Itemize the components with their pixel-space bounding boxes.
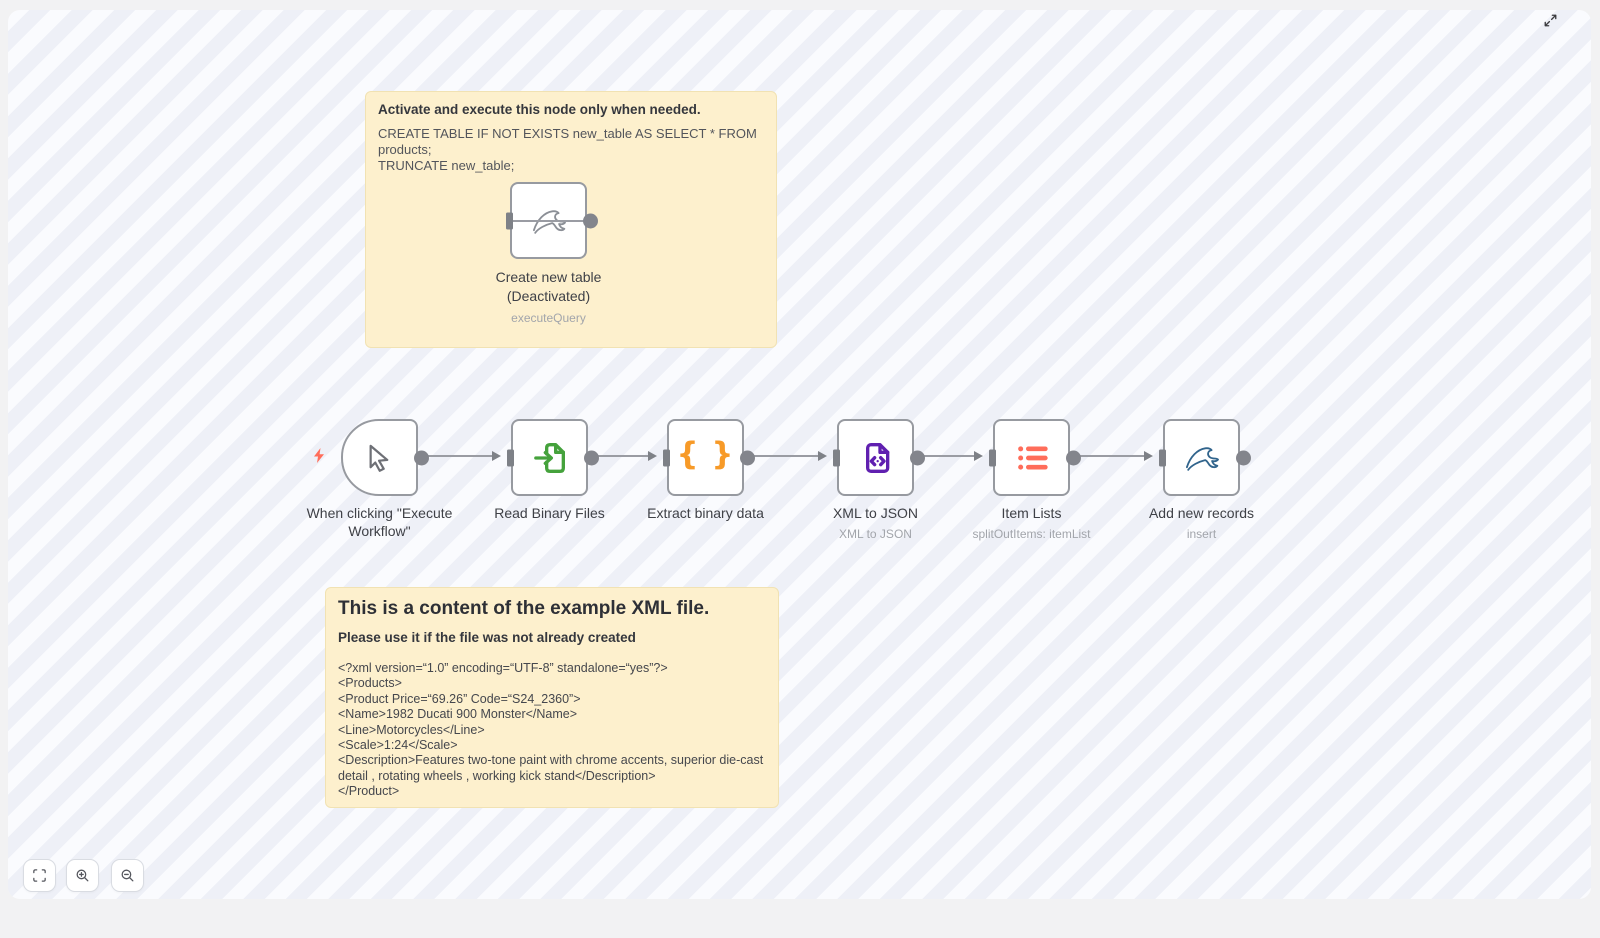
file-code-icon — [856, 438, 896, 478]
zoom-in-button[interactable] — [66, 859, 99, 892]
node-input-port[interactable] — [1159, 449, 1166, 466]
connection-arrow-icon — [648, 450, 657, 461]
node-subtitle: splitOutItems: itemList — [972, 526, 1091, 541]
bullet-list-icon — [1012, 438, 1052, 478]
sql-line: CREATE TABLE IF NOT EXISTS new_table AS … — [378, 126, 757, 157]
node-label: XML to JSON XML to JSON — [788, 505, 963, 543]
node-read-binary-files[interactable]: Read Binary Files — [494, 419, 605, 521]
mouse-pointer-icon — [364, 442, 395, 473]
node-create-new-table[interactable]: Create new table (Deactivated) executeQu… — [496, 182, 601, 325]
node-input-port[interactable] — [833, 449, 840, 466]
node-label: Extract binary data — [647, 505, 764, 521]
node-output-port[interactable] — [414, 450, 429, 465]
xml-code-line: <Line>Motorcycles</Line> — [338, 722, 485, 737]
xml-code-line: <Scale>1:24</Scale> — [338, 738, 458, 753]
file-import-icon — [530, 438, 570, 478]
xml-code-line: <Name>1982 Ducati 900 Monster</Name> — [338, 707, 578, 722]
zoom-out-button[interactable] — [111, 859, 144, 892]
curly-braces-icon: { } — [676, 436, 735, 472]
node-label: Create new table (Deactivated) executeQu… — [479, 268, 619, 328]
sticky-title: This is a content of the example XML fil… — [338, 598, 710, 619]
node-when-clicking-execute-workflow[interactable]: When clicking "Execute Workflow" — [307, 419, 452, 539]
node-label: When clicking "Execute Workflow" — [306, 505, 453, 539]
connection-arrow-icon — [974, 450, 983, 461]
sticky-title: Activate and execute this node only when… — [378, 102, 701, 117]
node-extract-binary-data[interactable]: { } Extract binary data — [647, 419, 764, 521]
node-output-port[interactable] — [910, 450, 925, 465]
connection-arrow-icon — [1144, 450, 1153, 461]
connection — [597, 455, 648, 457]
sql-line: TRUNCATE new_table; — [378, 158, 515, 173]
node-subtitle: insert — [1186, 526, 1217, 541]
sticky-subtitle: Please use it if the file was not alread… — [338, 630, 636, 645]
fit-view-icon — [31, 867, 48, 884]
connection-arrow-icon — [492, 450, 501, 461]
expand-button[interactable] — [1538, 8, 1562, 32]
xml-code-line: <?xml version=“1.0” encoding=“UTF-8” sta… — [338, 661, 668, 675]
xml-code-line: </Product> — [338, 784, 400, 799]
xml-code-line: <Products> — [338, 676, 402, 691]
zoom-in-icon — [74, 867, 91, 884]
connection — [1079, 455, 1144, 457]
node-input-port[interactable] — [507, 449, 514, 466]
node-subtitle: XML to JSON — [839, 526, 912, 541]
node-add-new-records[interactable]: Add new records insert — [1149, 419, 1254, 541]
node-label: Item Lists splitOutItems: itemList — [944, 505, 1119, 543]
connection — [427, 455, 492, 457]
node-output-port[interactable] — [1236, 450, 1251, 465]
node-output-port[interactable] — [740, 450, 755, 465]
node-label: Add new records insert — [1114, 505, 1289, 543]
mysql-dolphin-icon — [1181, 437, 1223, 479]
connection — [753, 455, 818, 457]
node-output-port[interactable] — [1066, 450, 1081, 465]
node-label: Read Binary Files — [494, 505, 605, 521]
node-input-port[interactable] — [663, 449, 670, 466]
xml-code-line: <Description>Features two-tone paint wit… — [338, 753, 764, 783]
fit-view-button[interactable] — [23, 859, 56, 892]
node-item-lists[interactable]: Item Lists splitOutItems: itemList — [972, 419, 1091, 541]
node-xml-to-json[interactable]: XML to JSON XML to JSON — [833, 419, 925, 541]
workflow-canvas[interactable] — [8, 10, 1591, 899]
node-subtitle: executeQuery — [511, 311, 586, 325]
expand-icon — [1543, 13, 1558, 28]
sticky-note-xml-example[interactable]: This is a content of the example XML fil… — [325, 587, 779, 808]
lightning-bolt-icon — [311, 447, 327, 464]
zoom-out-icon — [119, 867, 136, 884]
node-output-port[interactable] — [584, 450, 599, 465]
mysql-dolphin-icon — [528, 200, 570, 242]
node-input-port[interactable] — [989, 449, 996, 466]
node-through-line — [508, 219, 594, 222]
node-output-port[interactable] — [583, 213, 598, 228]
connection-arrow-icon — [818, 450, 827, 461]
xml-code-line: <Product Price=“69.26” Code=“S24_2360”> — [338, 691, 581, 706]
connection — [923, 455, 974, 457]
node-input-port[interactable] — [506, 212, 513, 229]
